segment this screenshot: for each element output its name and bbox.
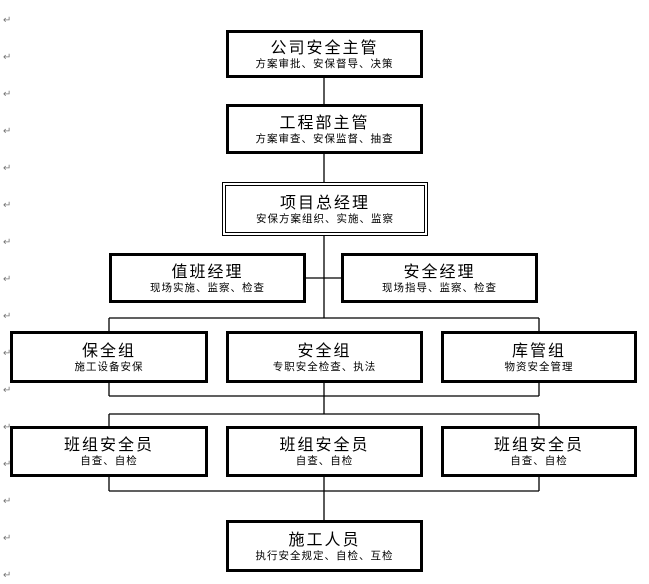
node-title: 保全组	[81, 340, 136, 360]
node-engineering-director: 工程部主管 方案审查、安保监督、抽查	[226, 104, 423, 154]
paragraph-mark: ↵	[3, 163, 12, 174]
node-team-safety-officer-left: 班组安全员 自查、自检	[10, 426, 208, 477]
paragraph-mark: ↵	[3, 89, 12, 100]
node-team-safety-officer-right: 班组安全员 自查、自检	[441, 426, 637, 477]
node-title: 工程部主管	[279, 112, 370, 132]
node-company-safety-director: 公司安全主管 方案审批、安保督导、决策	[226, 30, 423, 78]
node-construction-workers: 施工人员 执行安全规定、自检、互检	[226, 520, 423, 572]
node-project-general-manager: 项目总经理 安保方案组织、实施、监察	[222, 182, 428, 236]
node-security-team: 保全组 施工设备安保	[10, 331, 208, 383]
node-title: 安全经理	[403, 261, 476, 281]
paragraph-mark: ↵	[3, 52, 12, 63]
node-title: 施工人员	[288, 529, 361, 549]
node-safety-team: 安全组 专职安全检查、执法	[226, 331, 423, 383]
node-title: 班组安全员	[493, 435, 584, 454]
paragraph-mark: ↵	[3, 274, 12, 285]
paragraph-mark: ↵	[3, 126, 12, 137]
paragraph-mark: ↵	[3, 385, 12, 396]
node-subtitle: 自查、自检	[80, 455, 138, 467]
paragraph-mark: ↵	[3, 237, 12, 248]
paragraph-mark: ↵	[3, 15, 12, 26]
node-title: 班组安全员	[63, 435, 154, 454]
node-title: 公司安全主管	[270, 37, 379, 57]
node-subtitle: 现场实施、监察、检查	[150, 281, 265, 294]
node-safety-manager: 安全经理 现场指导、监察、检查	[341, 253, 538, 303]
node-subtitle: 物资安全管理	[504, 360, 574, 373]
node-subtitle: 专职安全检查、执法	[272, 360, 377, 373]
node-subtitle: 自查、自检	[510, 455, 568, 467]
node-subtitle: 方案审批、安保督导、决策	[255, 57, 394, 70]
paragraph-mark: ↵	[3, 496, 12, 507]
node-subtitle: 方案审查、安保监督、抽查	[255, 132, 394, 145]
node-subtitle: 现场指导、监察、检查	[382, 281, 497, 294]
node-subtitle: 安保方案组织、实施、监察	[256, 212, 394, 225]
node-title: 库管组	[511, 340, 566, 360]
paragraph-mark: ↵	[3, 533, 12, 544]
paragraph-mark: ↵	[3, 570, 12, 581]
node-title: 班组安全员	[279, 435, 370, 454]
paragraph-mark: ↵	[3, 422, 12, 433]
node-duty-manager: 值班经理 现场实施、监察、检查	[109, 253, 306, 303]
node-title: 安全组	[297, 340, 352, 360]
node-subtitle: 自查、自检	[295, 455, 354, 467]
node-subtitle: 施工设备安保	[74, 360, 144, 373]
node-title: 值班经理	[171, 261, 244, 281]
node-warehouse-team: 库管组 物资安全管理	[441, 331, 637, 383]
node-subtitle: 执行安全规定、自检、互检	[255, 549, 394, 562]
node-team-safety-officer-center: 班组安全员 自查、自检	[226, 426, 423, 477]
paragraph-mark: ↵	[3, 348, 12, 359]
paragraph-mark: ↵	[3, 459, 12, 470]
node-title: 项目总经理	[279, 192, 370, 212]
paragraph-mark: ↵	[3, 311, 12, 322]
paragraph-mark: ↵	[3, 200, 12, 211]
